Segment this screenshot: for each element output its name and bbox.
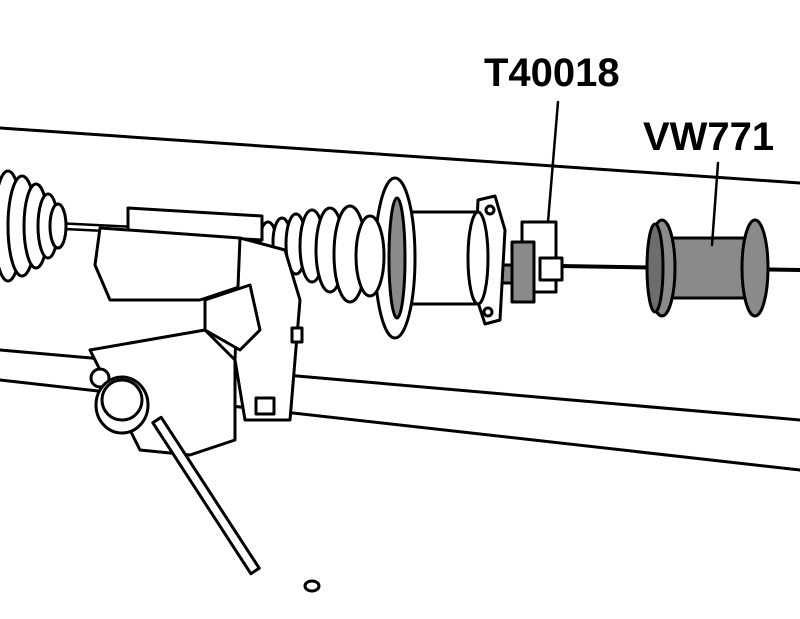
label-tool-t40018: T40018 <box>484 51 620 95</box>
shaft-boot-left <box>0 169 68 283</box>
bench-vise <box>88 206 321 593</box>
shaft-boot-right <box>258 204 386 304</box>
leader-lines <box>546 100 720 247</box>
slide-hammer <box>558 218 800 318</box>
label-tool-vw771: VW771 <box>643 115 774 159</box>
flange <box>373 176 490 340</box>
drive-shaft <box>0 169 386 304</box>
